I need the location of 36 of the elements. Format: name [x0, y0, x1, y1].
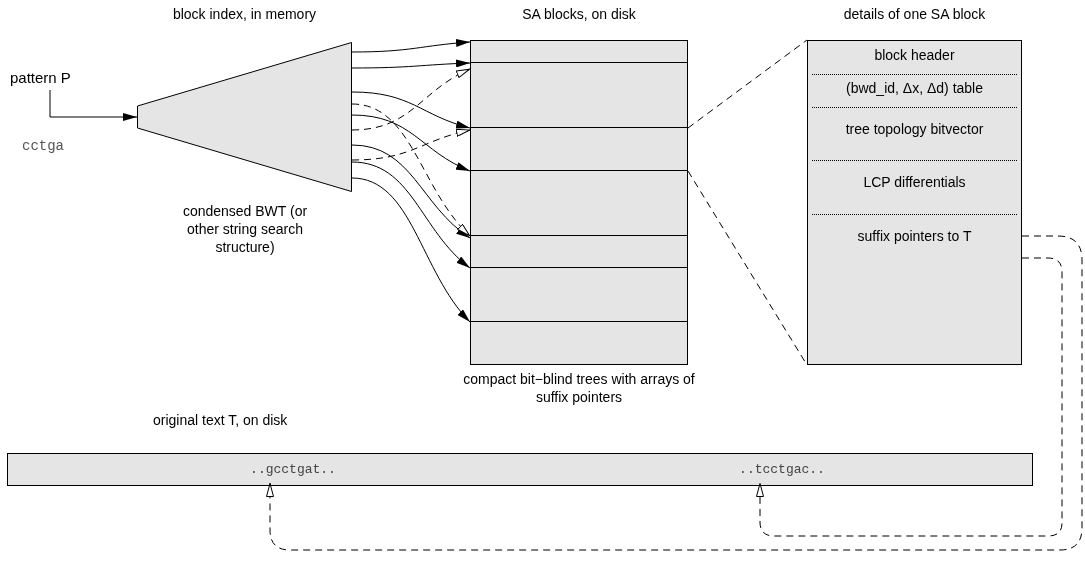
arrow [266, 235, 1083, 551]
block-row [470, 268, 688, 322]
arrow [351, 177, 471, 323]
block-row [470, 322, 688, 365]
block-row [470, 40, 688, 63]
block-section: suffix pointers to T [807, 214, 1022, 365]
section-heading: SA blocks, on disk [521, 5, 637, 24]
block-section: (bwd_id, Δx, Δd) table [807, 74, 1022, 107]
caption-text: condensed BWT (or other string search structure) [181, 202, 309, 256]
block-row [470, 236, 688, 268]
block-section: tree topology bitvector [807, 107, 1022, 160]
section-heading: details of one SA block [842, 5, 987, 24]
block-row [470, 171, 688, 236]
section-heading: original text T, on disk [153, 411, 288, 430]
block-row [470, 128, 688, 171]
arrow [351, 68, 471, 131]
zoom-line [687, 39, 808, 129]
block-section: LCP differentials [807, 160, 1022, 214]
arrow [756, 257, 1063, 537]
arrow [351, 144, 471, 239]
sequence-text: ..gcctgat.. [240, 456, 346, 483]
pattern-label: pattern P [10, 66, 92, 90]
arrow [351, 91, 471, 129]
arrow [49, 89, 138, 121]
arrow [351, 59, 471, 69]
sequence-text: ..tcctgac.. [729, 456, 835, 483]
block-row [470, 63, 688, 128]
arrow [351, 103, 471, 237]
section-heading: block index, in memory [171, 5, 318, 24]
arrow [351, 114, 471, 172]
block-section: block header [807, 40, 1022, 74]
arrow [351, 129, 471, 161]
arrow [351, 161, 471, 269]
arrow [351, 39, 471, 53]
caption-text: compact bit−blind trees with arrays of suffix pointers [462, 370, 696, 406]
input-string: cctga [22, 137, 64, 156]
